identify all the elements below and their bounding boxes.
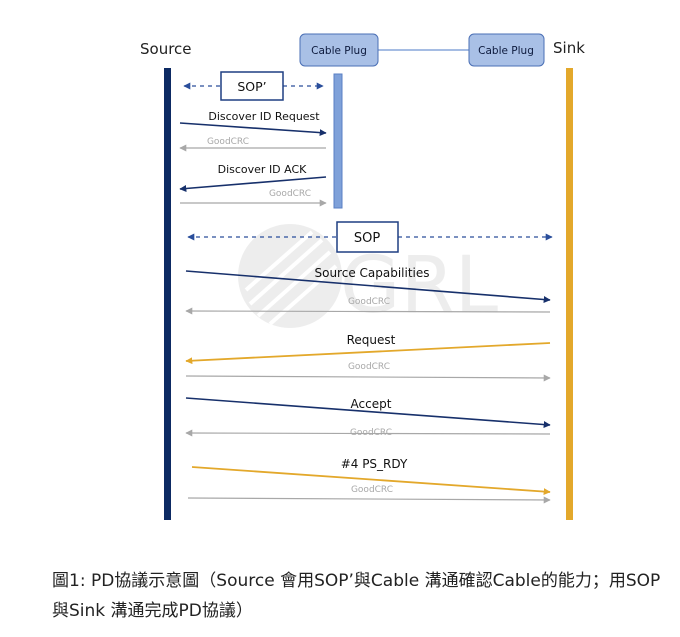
source-label: Source bbox=[140, 40, 192, 58]
goodcrc-label-2: GoodCRC bbox=[269, 189, 311, 199]
accept-label: Accept bbox=[351, 397, 392, 411]
discover-id-ack-label: Discover ID ACK bbox=[218, 163, 308, 176]
cable-plug-right-box bbox=[468, 33, 545, 67]
sop-prime-box bbox=[220, 71, 284, 101]
source-lifeline bbox=[164, 68, 171, 520]
goodcrc-arrow-6 bbox=[187, 496, 551, 504]
cable-plug-right-label: Cable Plug bbox=[478, 45, 534, 57]
sink-label: Sink bbox=[553, 39, 585, 57]
discover-id-ack-arrow bbox=[179, 176, 327, 192]
goodcrc-label-6: GoodCRC bbox=[351, 485, 393, 495]
cable-plug-left-label: Cable Plug bbox=[311, 45, 367, 57]
watermark-text: GRL bbox=[340, 241, 499, 331]
sop-prime-label: SOP’ bbox=[237, 79, 266, 94]
ps-rdy-arrow bbox=[191, 466, 551, 496]
cable-plug-left-box bbox=[299, 33, 379, 67]
goodcrc-arrow-3 bbox=[185, 307, 551, 315]
source-capabilities-arrow bbox=[185, 270, 551, 303]
sink-lifeline bbox=[566, 68, 573, 520]
discover-id-request-label: Discover ID Request bbox=[208, 110, 320, 123]
sop-box bbox=[336, 221, 399, 253]
cable-lifeline bbox=[333, 73, 343, 209]
ps-rdy-label: #4 PS_RDY bbox=[341, 457, 408, 471]
figure-caption: 圖1: PD協議示意圖（Source 會用SOP’與Cable 溝通確認Cabl… bbox=[52, 571, 661, 621]
source-capabilities-label: Source Capabilities bbox=[314, 266, 429, 280]
discover-id-request-arrow bbox=[179, 122, 327, 137]
accept-arrow bbox=[185, 397, 551, 429]
goodcrc-label-4: GoodCRC bbox=[348, 362, 390, 372]
goodcrc-arrow-5 bbox=[185, 429, 551, 437]
goodcrc-label-1: GoodCRC bbox=[207, 137, 249, 147]
goodcrc-label-3: GoodCRC bbox=[348, 297, 390, 307]
sop-label: SOP bbox=[354, 231, 380, 246]
sequence-diagram: GRL Source Sink Cable Plug Cable Plug SO… bbox=[140, 33, 585, 520]
request-label: Request bbox=[347, 333, 396, 347]
request-arrow bbox=[185, 342, 551, 365]
goodcrc-arrow-4 bbox=[185, 374, 551, 382]
